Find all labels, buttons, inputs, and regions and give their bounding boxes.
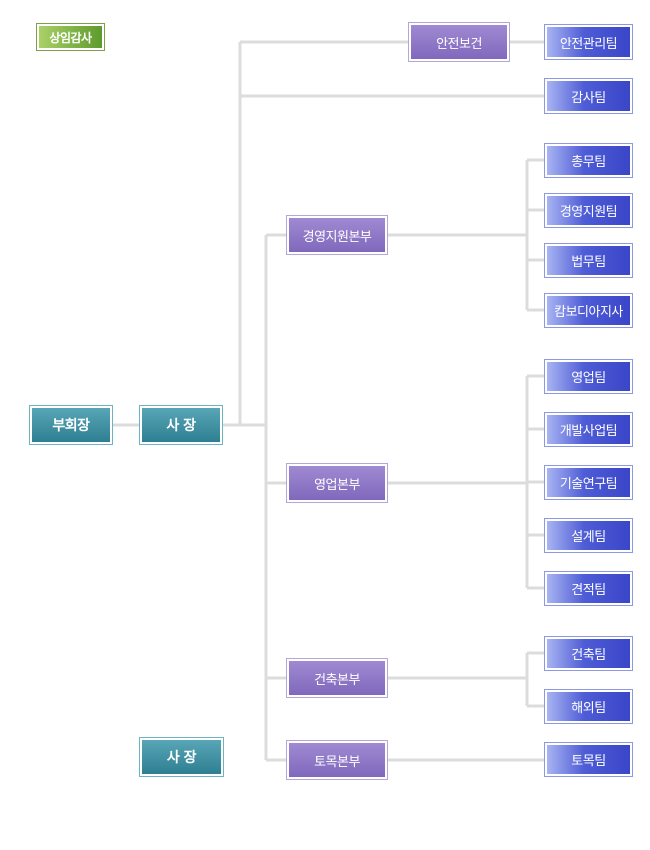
team-label: 견적팀 bbox=[571, 583, 606, 598]
cambodia-branch-box[interactable]: 캄보디아지사 bbox=[544, 293, 633, 328]
architecture-team-box[interactable]: 건축팀 bbox=[544, 636, 633, 671]
safety-management-team-label: 안전관리팀 bbox=[559, 36, 618, 52]
civil-engineering-division-box[interactable]: 토목본부 bbox=[286, 740, 388, 780]
team-label: 영업팀 bbox=[571, 371, 606, 386]
team-label: 토목팀 bbox=[571, 754, 606, 769]
construction-division-box[interactable]: 건축본부 bbox=[286, 658, 388, 698]
team-label: 경영지원팀 bbox=[559, 205, 618, 220]
management-support-division-box[interactable]: 경영지원본부 bbox=[286, 215, 388, 255]
sales-team-box[interactable]: 영업팀 bbox=[544, 359, 633, 394]
vice-chairman-label: 부회장 bbox=[52, 418, 90, 434]
overseas-team-box[interactable]: 해외팀 bbox=[544, 689, 633, 724]
team-label: 해외팀 bbox=[571, 701, 606, 716]
civil-engineering-division-label: 토목본부 bbox=[314, 754, 360, 770]
president-box[interactable]: 사 장 bbox=[139, 405, 223, 445]
audit-team-label: 감사팀 bbox=[571, 90, 606, 106]
civil-engineering-team-box[interactable]: 토목팀 bbox=[544, 742, 633, 777]
vice-chairman-box[interactable]: 부회장 bbox=[29, 405, 113, 445]
team-label: 캄보디아지사 bbox=[554, 305, 623, 320]
team-label: 개발사업팀 bbox=[559, 424, 618, 439]
legal-team-box[interactable]: 법무팀 bbox=[544, 243, 633, 278]
management-support-division-label: 경영지원본부 bbox=[302, 229, 372, 245]
general-affairs-team-box[interactable]: 총무팀 bbox=[544, 143, 633, 178]
development-business-team-box[interactable]: 개발사업팀 bbox=[544, 412, 633, 447]
team-label: 기술연구팀 bbox=[559, 477, 618, 492]
president-label: 사 장 bbox=[166, 418, 196, 434]
audit-team-box[interactable]: 감사팀 bbox=[544, 78, 633, 114]
team-label: 법무팀 bbox=[571, 255, 606, 270]
standing-auditor-label: 상임감사 bbox=[49, 30, 92, 45]
president-secondary-label: 사 장 bbox=[166, 750, 197, 766]
safety-health-box[interactable]: 안전보건 bbox=[408, 22, 510, 62]
president-secondary-box[interactable]: 사 장 bbox=[139, 737, 224, 777]
management-support-team-box[interactable]: 경영지원팀 bbox=[544, 193, 633, 228]
technology-research-team-box[interactable]: 기술연구팀 bbox=[544, 465, 633, 500]
standing-auditor-box[interactable]: 상임감사 bbox=[36, 23, 105, 51]
design-team-box[interactable]: 설계팀 bbox=[544, 518, 633, 553]
team-label: 설계팀 bbox=[571, 530, 606, 545]
team-label: 건축팀 bbox=[571, 648, 606, 663]
construction-division-label: 건축본부 bbox=[314, 672, 360, 688]
safety-management-team-box[interactable]: 안전관리팀 bbox=[544, 24, 633, 60]
safety-health-label: 안전보건 bbox=[436, 36, 482, 52]
sales-division-box[interactable]: 영업본부 bbox=[286, 463, 388, 503]
team-label: 총무팀 bbox=[571, 155, 606, 170]
estimation-team-box[interactable]: 견적팀 bbox=[544, 571, 633, 606]
sales-division-label: 영업본부 bbox=[314, 477, 360, 493]
